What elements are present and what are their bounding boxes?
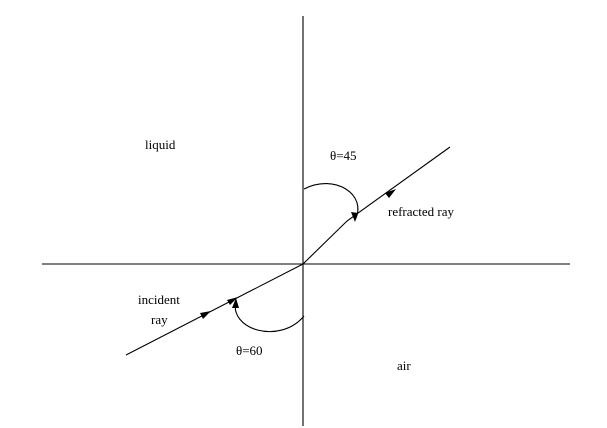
region-label-liquid: liquid	[145, 137, 176, 152]
incident-ray-arrow	[200, 311, 211, 319]
angle-label-bottom: θ=60	[236, 343, 263, 358]
refracted-ray	[302, 146, 451, 265]
incident-ray-label-line2: ray	[151, 312, 168, 327]
angle-arc-bottom-arrow	[232, 298, 239, 308]
refracted-ray-label: refracted ray	[388, 204, 455, 219]
angle-arc-top	[303, 183, 359, 221]
region-label-air: air	[397, 358, 411, 373]
angle-label-top: θ=45	[330, 148, 357, 163]
incident-ray-arrow-2	[227, 297, 238, 305]
angle-arc-bottom	[234, 299, 305, 332]
angle-arc-top-arrow	[351, 212, 358, 222]
incident-ray-label-line1: incident	[138, 292, 180, 307]
refracted-ray-arrow	[385, 189, 396, 198]
incident-ray	[125, 263, 304, 356]
